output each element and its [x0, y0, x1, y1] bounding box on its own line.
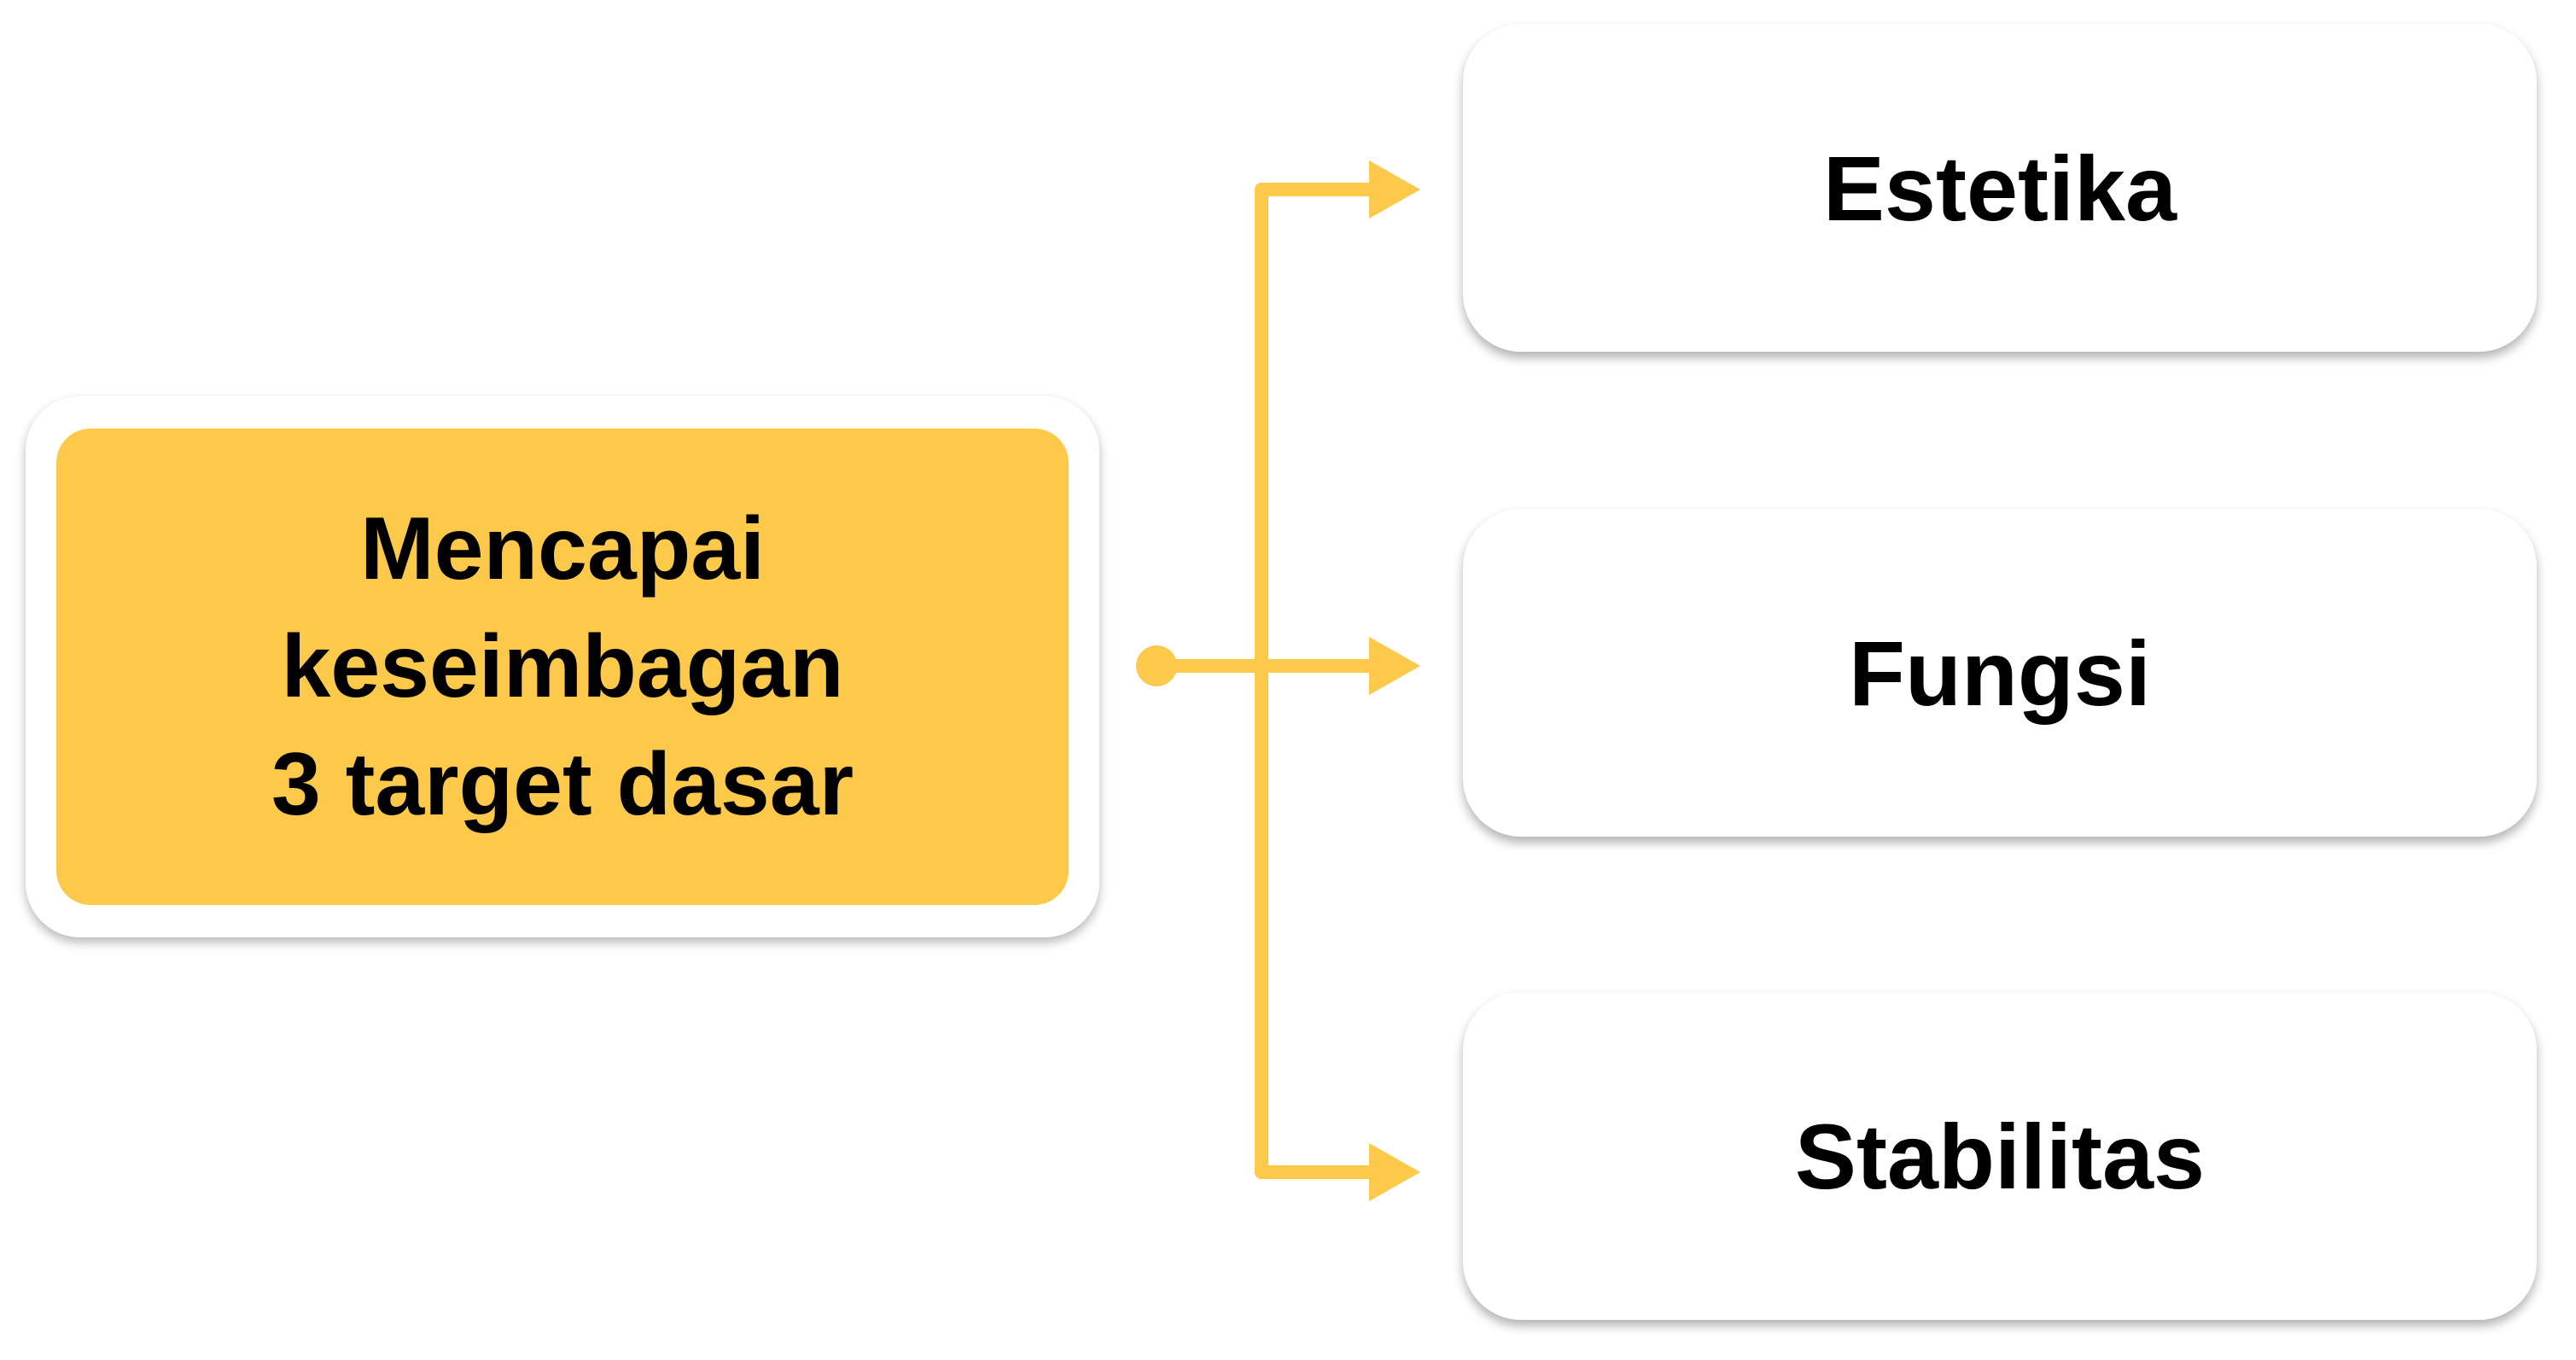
arrowhead-fungsi [1369, 637, 1420, 695]
target-label-estetika: Estetika [1822, 136, 2177, 240]
target-label-stabilitas: Stabilitas [1794, 1104, 2206, 1208]
main-node-line-3: 3 target dasar [271, 735, 854, 834]
arrowhead-stabilitas [1369, 1143, 1420, 1201]
target-box-estetika: Estetika [1463, 24, 2537, 352]
arrowhead-estetika [1369, 161, 1420, 219]
connector-start-dot [1136, 645, 1177, 686]
main-node-line-1: Mencapai [360, 499, 765, 598]
target-box-fungsi: Fungsi [1463, 509, 2537, 837]
target-label-fungsi: Fungsi [1849, 621, 2151, 725]
main-node-line-2: keseimbagan [281, 617, 844, 716]
main-node-text: Mencapai keseimbagan 3 target dasar [271, 490, 854, 843]
main-node-frame: Mencapai keseimbagan 3 target dasar [26, 396, 1099, 937]
main-node: Mencapai keseimbagan 3 target dasar [56, 429, 1069, 905]
target-box-stabilitas: Stabilitas [1463, 992, 2537, 1320]
